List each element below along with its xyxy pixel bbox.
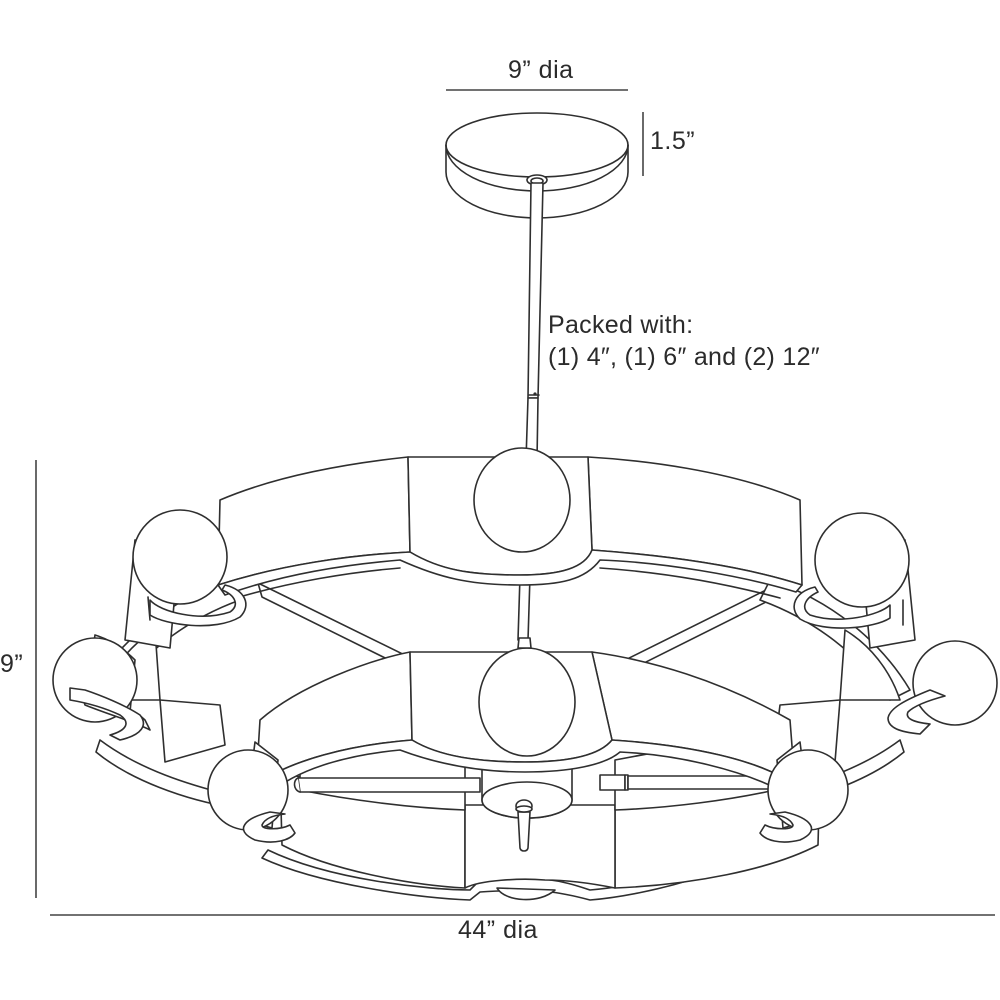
globe-upper-left	[52, 634, 151, 741]
globe-upper-band-left	[124, 509, 247, 649]
canopy-diameter-label: 9” dia	[508, 56, 574, 84]
packing-note-title: Packed with:	[548, 311, 694, 339]
globe-lower-left	[207, 741, 296, 843]
fixture-diameter-label: 44” dia	[458, 916, 538, 944]
lower-hub	[481, 761, 573, 852]
globe-lower-right	[759, 741, 849, 843]
downrod	[525, 182, 544, 461]
globe-upper-band-right	[793, 512, 916, 649]
packing-note-detail: (1) 4″, (1) 6″ and (2) 12″	[548, 343, 820, 371]
globe-upper-right	[887, 640, 998, 735]
globe-top-center	[473, 447, 571, 553]
globe-lower-center	[478, 637, 576, 757]
packing-note: Packed with: (1) 4″, (1) 6″ and (2) 12″	[548, 309, 820, 373]
fixture-height-label: 9”	[0, 650, 24, 678]
canopy-height-label: 1.5”	[650, 127, 696, 155]
